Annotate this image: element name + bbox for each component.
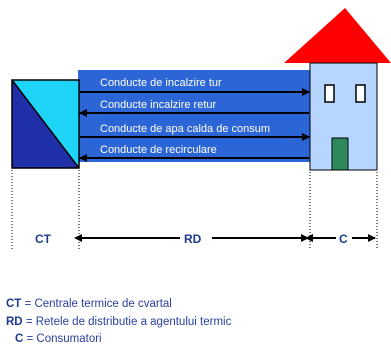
house-window-left — [324, 84, 335, 103]
legend-abbr: C — [15, 333, 24, 345]
ct-building — [11, 79, 80, 169]
pipe-return: Conducte incalzire retur — [79, 99, 309, 117]
legend-text: = Consumatori — [23, 333, 102, 345]
segment-label-rd: RD — [184, 232, 202, 246]
pipe-hot-water: Conducte de apa calda de consum — [80, 123, 310, 141]
pipe-recirculation: Conducte de recirculare — [79, 144, 309, 162]
legend-item-rd: RD = Retele de distributie a agentului t… — [6, 314, 386, 332]
pipe-label-hot-water: Conducte de apa calda de consum — [100, 123, 270, 135]
segment-label-ct: CT — [35, 232, 52, 246]
legend-item-c: C = Consumatori — [6, 331, 386, 349]
legend-abbr: RD — [6, 315, 23, 328]
legend: CT = Centrale termice de cvartal RD = Re… — [6, 296, 386, 349]
pipe-band — [78, 70, 310, 162]
pipe-label-supply: Conducte de incalzire tur — [100, 77, 222, 89]
legend-text: = Centrale termice de cvartal — [21, 298, 172, 310]
consumer-house — [284, 8, 391, 171]
pipe-supply: Conducte de incalzire tur — [80, 77, 310, 96]
legend-abbr: CT — [6, 298, 22, 310]
pipe-label-recirculation: Conducte de recirculare — [100, 144, 217, 156]
house-roof — [284, 8, 391, 63]
pipe-label-return: Conducte incalzire retur — [100, 99, 217, 111]
house-door — [331, 137, 349, 171]
house-window-right — [355, 84, 366, 103]
legend-text: = Retele de distributie a agentului term… — [22, 315, 232, 328]
legend-item-ct: CT = Centrale termice de cvartal — [6, 296, 386, 314]
segment-label-c: C — [339, 232, 348, 246]
